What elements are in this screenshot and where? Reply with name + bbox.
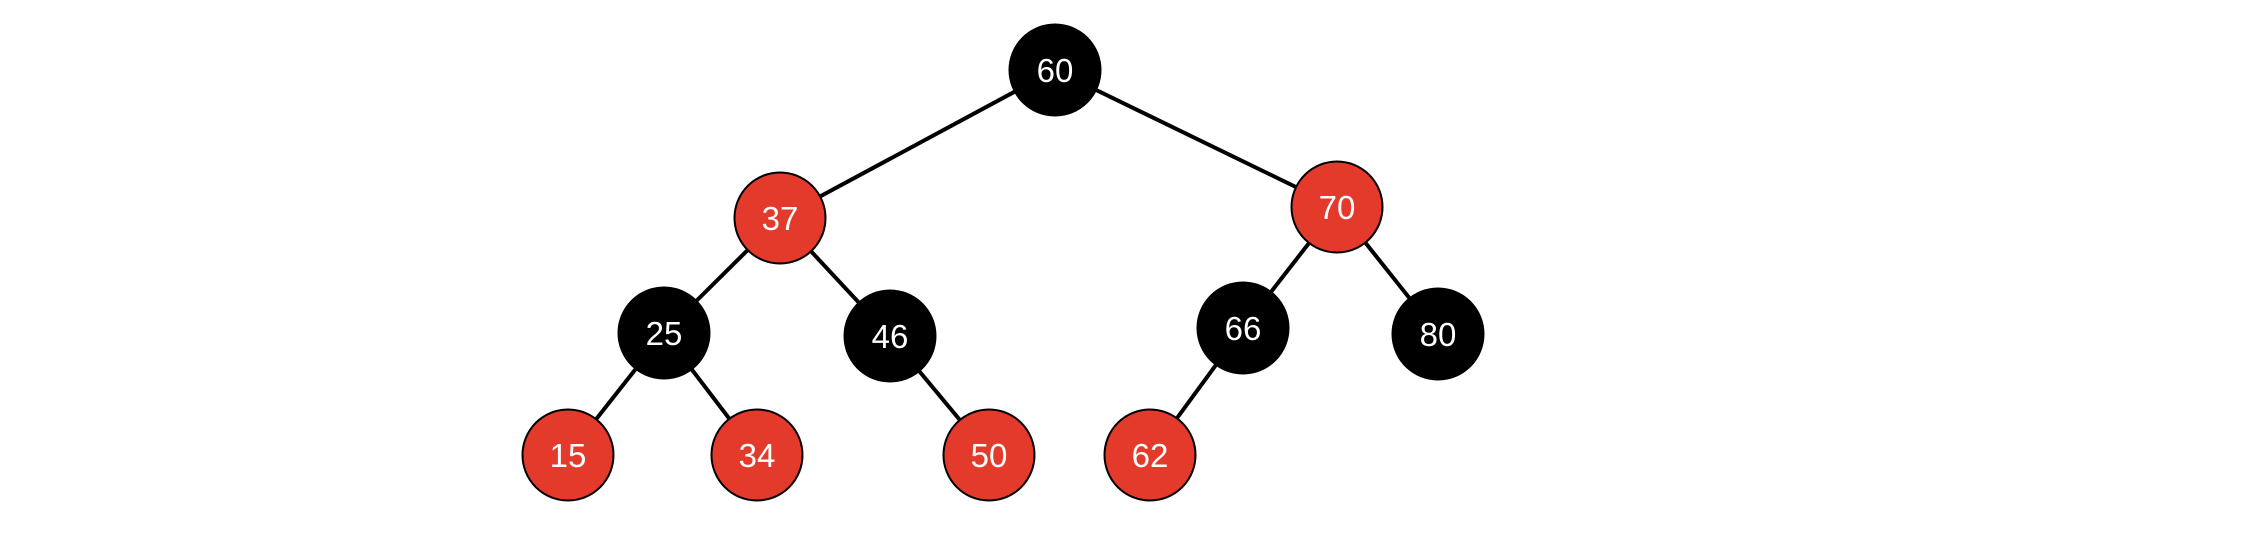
- tree-node-circle-60: [1008, 23, 1102, 117]
- tree-node-15: 15: [521, 408, 615, 502]
- tree-node-60: 60: [1008, 23, 1102, 117]
- tree-node-label-15: 15: [550, 437, 587, 474]
- tree-node-25: 25: [617, 286, 711, 380]
- tree-node-circle-37: [733, 171, 827, 265]
- tree-node-circle-50: [942, 408, 1036, 502]
- tree-edge-60-70: [1054, 68, 1338, 209]
- tree-node-50: 50: [942, 408, 1036, 502]
- tree-node-80: 80: [1391, 287, 1485, 381]
- tree-node-circle-25: [617, 286, 711, 380]
- tree-nodes-layer: 60 37 70 25 46 66 80 15 34 50 62: [521, 23, 1485, 502]
- tree-node-66: 66: [1196, 281, 1290, 375]
- tree-node-circle-70: [1290, 160, 1384, 254]
- tree-node-label-70: 70: [1319, 189, 1356, 226]
- tree-node-label-37: 37: [762, 200, 799, 237]
- tree-edge-60-37: [779, 68, 1056, 220]
- tree-node-37: 37: [733, 171, 827, 265]
- tree-node-label-80: 80: [1420, 316, 1457, 353]
- tree-node-label-46: 46: [872, 318, 909, 355]
- tree-node-circle-66: [1196, 281, 1290, 375]
- tree-node-62: 62: [1103, 408, 1197, 502]
- tree-node-46: 46: [843, 289, 937, 383]
- tree-node-circle-80: [1391, 287, 1485, 381]
- tree-node-label-50: 50: [971, 437, 1008, 474]
- tree-node-circle-15: [521, 408, 615, 502]
- tree-node-label-66: 66: [1225, 310, 1262, 347]
- tree-node-34: 34: [710, 408, 804, 502]
- tree-edges-layer: [566, 68, 1440, 457]
- tree-node-circle-34: [710, 408, 804, 502]
- tree-node-label-25: 25: [646, 315, 683, 352]
- tree-node-label-34: 34: [739, 437, 776, 474]
- tree-node-70: 70: [1290, 160, 1384, 254]
- tree-node-label-62: 62: [1132, 437, 1169, 474]
- tree-node-label-60: 60: [1037, 52, 1074, 89]
- tree-node-circle-46: [843, 289, 937, 383]
- tree-node-circle-62: [1103, 408, 1197, 502]
